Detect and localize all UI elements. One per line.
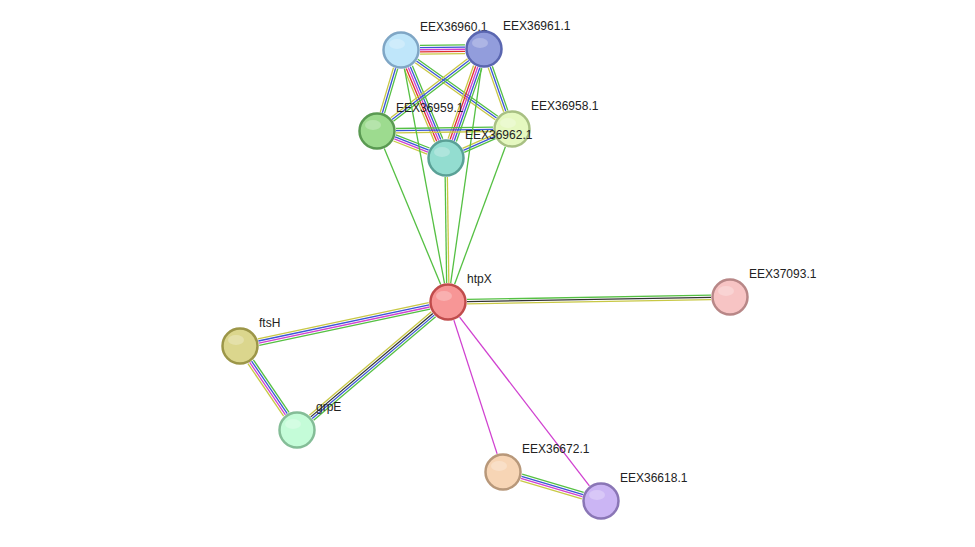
interaction-edge (309, 312, 435, 420)
evidence-line (253, 360, 289, 413)
protein-node: htpX (429, 283, 467, 321)
node-circle (711, 278, 749, 316)
evidence-line (447, 177, 448, 283)
node-circle (221, 327, 259, 365)
protein-node: EEX36960.1 (382, 31, 420, 69)
evidence-line (312, 315, 434, 418)
evidence-line (382, 68, 395, 113)
evidence-line (420, 46, 465, 48)
evidence-line (258, 303, 429, 339)
evidence-line (522, 476, 584, 494)
protein-label: EEX36961.1 (503, 19, 570, 33)
protein-node: EEX36961.1 (465, 30, 503, 68)
evidence-line (520, 481, 582, 499)
node-circle (582, 482, 620, 520)
node-circle (427, 139, 465, 177)
evidence-line (488, 68, 503, 112)
evidence-line (467, 295, 711, 299)
evidence-line (393, 141, 427, 154)
evidence-line (492, 66, 507, 110)
evidence-line (467, 297, 711, 301)
protein-node: EEX36962.1 (427, 139, 465, 177)
protein-node: ftsH (221, 327, 259, 365)
evidence-line (460, 317, 590, 486)
evidence-line (467, 300, 711, 304)
node-circle (278, 411, 316, 449)
evidence-line (420, 49, 465, 51)
node-circle (484, 453, 522, 491)
evidence-line (445, 177, 446, 283)
evidence-line (455, 147, 506, 284)
evidence-line (248, 364, 284, 417)
evidence-line (311, 313, 433, 416)
interaction-edge (455, 147, 506, 284)
protein-label: EEX36959.1 (396, 101, 463, 115)
protein-label: grpE (316, 400, 341, 414)
node-circle (429, 283, 467, 321)
interaction-edge (258, 303, 430, 346)
interaction-edge (404, 69, 444, 284)
protein-label: EEX36672.1 (522, 442, 589, 456)
interaction-edge (460, 317, 590, 486)
interaction-edge (420, 45, 465, 54)
interaction-edge (454, 320, 497, 454)
node-circle (382, 31, 420, 69)
evidence-line (521, 478, 583, 496)
protein-label: ftsH (259, 316, 280, 330)
evidence-line (451, 68, 482, 283)
node-circle (465, 30, 503, 68)
evidence-line (420, 53, 465, 55)
protein-label: EEX37093.1 (749, 267, 816, 281)
evidence-line (314, 317, 436, 420)
protein-node: EEX36672.1 (484, 453, 522, 491)
protein-node: grpE (278, 411, 316, 449)
evidence-line (490, 67, 505, 111)
protein-label: EEX36618.1 (620, 471, 687, 485)
interaction-edge (451, 68, 482, 283)
interaction-edge (445, 177, 449, 283)
evidence-line (250, 362, 286, 415)
evidence-line (380, 68, 393, 113)
interaction-edge (380, 68, 397, 114)
interaction-edge (488, 66, 508, 112)
protein-node: EEX36959.1 (358, 112, 396, 150)
evidence-line (392, 61, 469, 120)
protein-node: EEX37093.1 (711, 278, 749, 316)
interaction-edge (467, 295, 711, 304)
evidence-line (420, 51, 465, 53)
protein-label: EEX36962.1 (465, 128, 532, 142)
protein-label: htpX (467, 272, 492, 286)
protein-node: EEX36618.1 (582, 482, 620, 520)
evidence-line (420, 44, 465, 46)
protein-label: EEX36958.1 (531, 99, 598, 113)
evidence-line (404, 69, 444, 284)
evidence-line (394, 139, 428, 152)
node-circle (358, 112, 396, 150)
interaction-edge (248, 360, 289, 416)
interaction-edge (393, 135, 429, 154)
evidence-line (454, 320, 497, 454)
evidence-line (252, 361, 288, 414)
interaction-edge (520, 474, 583, 499)
evidence-line (309, 312, 431, 415)
